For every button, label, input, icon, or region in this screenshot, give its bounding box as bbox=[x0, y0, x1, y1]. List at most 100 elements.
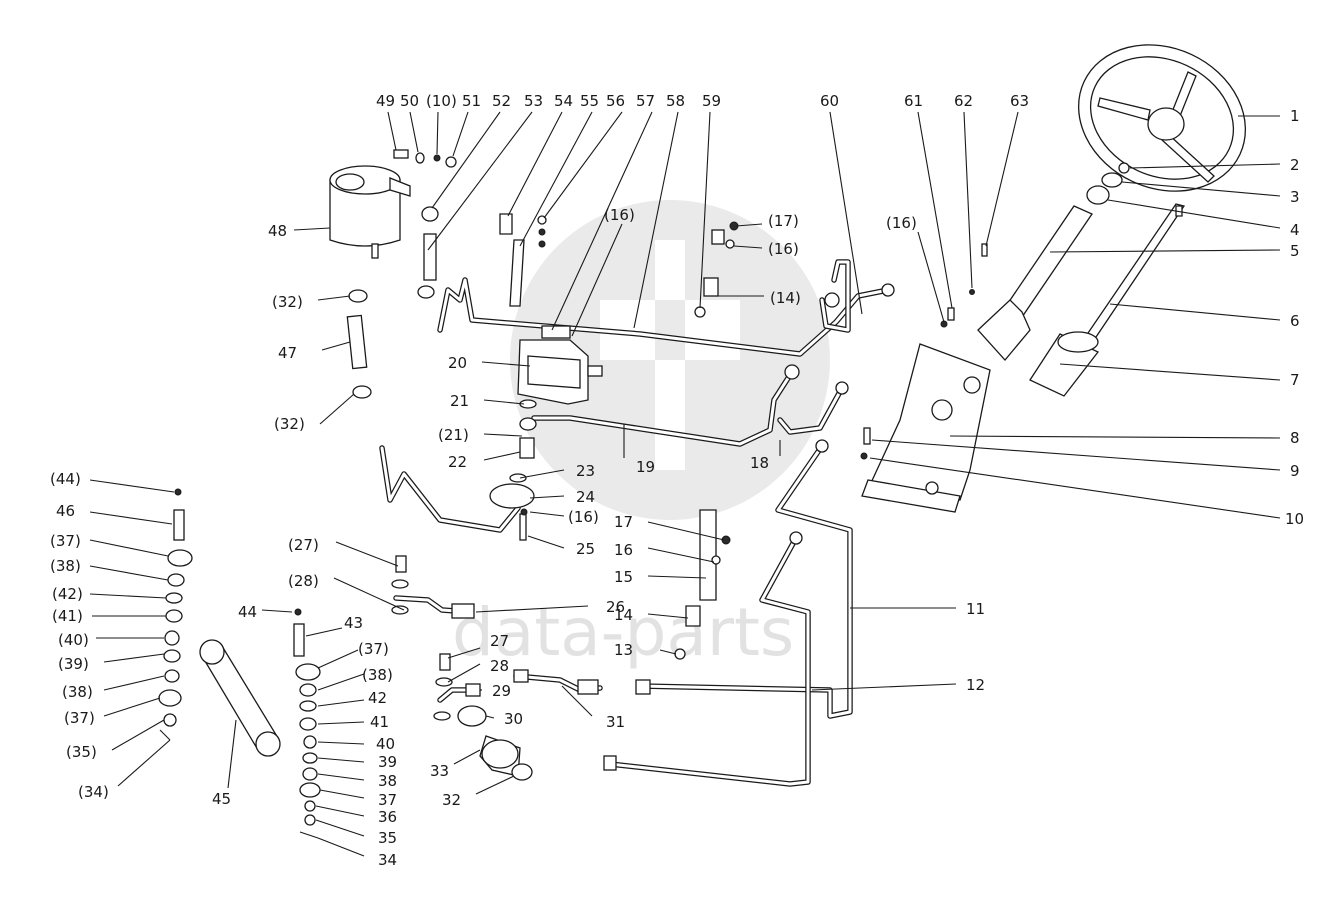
label-51: 51 bbox=[462, 92, 481, 110]
label-61: 61 bbox=[904, 92, 923, 110]
hose-26 bbox=[391, 555, 475, 619]
label-24: 24 bbox=[576, 488, 595, 506]
label-35b: 35 bbox=[378, 829, 397, 847]
pipe-19 bbox=[531, 369, 795, 447]
label-60: 60 bbox=[820, 92, 839, 110]
label-8: 8 bbox=[1290, 429, 1300, 447]
label-3: 3 bbox=[1290, 188, 1300, 206]
hose-47 bbox=[346, 314, 368, 370]
label-32a: (32) bbox=[272, 293, 303, 311]
label-20: 20 bbox=[448, 354, 467, 372]
bolt-9 bbox=[863, 427, 871, 445]
column-bracket bbox=[861, 343, 991, 513]
steering-unit bbox=[1029, 331, 1100, 397]
label-39a: (39) bbox=[58, 655, 89, 673]
label-29: 29 bbox=[492, 682, 511, 700]
steering-cap bbox=[1086, 185, 1110, 205]
label-57: 57 bbox=[636, 92, 655, 110]
label-56: 56 bbox=[606, 92, 625, 110]
small-part-62 bbox=[969, 289, 975, 295]
label-44a: (44) bbox=[50, 470, 81, 488]
label-34b: 34 bbox=[378, 851, 397, 869]
label-37b: (37) bbox=[50, 532, 81, 550]
label-44: 44 bbox=[238, 603, 257, 621]
oil-reservoir bbox=[329, 165, 411, 259]
washer-10 bbox=[433, 154, 441, 162]
label-16d: (16) bbox=[886, 214, 917, 232]
label-35: (35) bbox=[66, 743, 97, 761]
label-9: 9 bbox=[1290, 462, 1300, 480]
label-32b: (32) bbox=[274, 415, 305, 433]
rubber-boot-33 bbox=[479, 735, 521, 777]
hydraulic-pump bbox=[517, 325, 603, 405]
label-48: 48 bbox=[268, 222, 287, 240]
nut-51 bbox=[445, 156, 457, 168]
label-10b: (10) bbox=[426, 92, 457, 110]
label-23: 23 bbox=[576, 462, 595, 480]
label-52: 52 bbox=[492, 92, 511, 110]
clamp-30 bbox=[457, 705, 487, 727]
washer-23 bbox=[509, 473, 527, 483]
seal-stack-right bbox=[293, 608, 321, 839]
label-49: 49 bbox=[376, 92, 395, 110]
label-39: 39 bbox=[378, 753, 397, 771]
screw-63 bbox=[981, 243, 988, 257]
label-16a: (16) bbox=[604, 206, 635, 224]
label-31: 31 bbox=[606, 713, 625, 731]
label-18: 18 bbox=[750, 454, 769, 472]
label-12: 12 bbox=[966, 676, 985, 694]
label-45: 45 bbox=[212, 790, 231, 808]
label-28b: 28 bbox=[490, 657, 509, 675]
label-4: 4 bbox=[1290, 221, 1300, 239]
label-16b: (16) bbox=[768, 240, 799, 258]
steering-washer bbox=[1101, 172, 1123, 188]
bolt-49 bbox=[393, 149, 409, 159]
label-32: 32 bbox=[442, 791, 461, 809]
clamp-bar-15 bbox=[699, 509, 717, 601]
label-50: 50 bbox=[400, 92, 419, 110]
label-16c: (16) bbox=[568, 508, 599, 526]
washer-50 bbox=[415, 152, 425, 164]
label-16: 16 bbox=[614, 541, 633, 559]
hose-53 bbox=[423, 233, 437, 281]
label-19: 19 bbox=[636, 458, 655, 476]
column-tube bbox=[977, 205, 1093, 361]
pipe-12 bbox=[607, 535, 811, 787]
label-63: 63 bbox=[1010, 92, 1029, 110]
pipe-fittings bbox=[603, 283, 895, 771]
label-43: 43 bbox=[344, 614, 363, 632]
label-46: 46 bbox=[56, 502, 75, 520]
clamp-bar-54 bbox=[499, 213, 513, 235]
label-37c: (37) bbox=[358, 640, 389, 658]
label-21b: (21) bbox=[438, 426, 469, 444]
label-17: 17 bbox=[614, 513, 633, 531]
label-2: 2 bbox=[1290, 156, 1300, 174]
label-37: 37 bbox=[378, 791, 397, 809]
pipe-25-loop bbox=[379, 445, 521, 533]
label-54: 54 bbox=[554, 92, 573, 110]
nut-56 bbox=[537, 215, 547, 248]
label-38a: (38) bbox=[62, 683, 93, 701]
steering-shaft bbox=[1085, 203, 1186, 341]
label-58: 58 bbox=[666, 92, 685, 110]
label-26: 26 bbox=[606, 598, 625, 616]
hose-29 bbox=[433, 653, 481, 721]
leader-lines bbox=[89, 111, 1281, 857]
label-40: 40 bbox=[376, 735, 395, 753]
label-27b: 27 bbox=[490, 632, 509, 650]
label-38b: (38) bbox=[50, 557, 81, 575]
nut-13 bbox=[674, 648, 686, 660]
clamp-bar-55 bbox=[509, 239, 525, 307]
pipe-60 bbox=[819, 259, 851, 333]
label-42: 42 bbox=[368, 689, 387, 707]
bolt-25 bbox=[519, 513, 527, 541]
label-34: (34) bbox=[78, 783, 109, 801]
clamp-plate-14 bbox=[685, 605, 701, 627]
label-14a: (14) bbox=[770, 289, 801, 307]
label-36: 36 bbox=[378, 808, 397, 826]
label-38c: (38) bbox=[362, 666, 393, 684]
label-41a: (41) bbox=[52, 607, 83, 625]
pipe-18 bbox=[777, 385, 845, 435]
watermark-text: data-parts bbox=[452, 594, 794, 671]
label-15: 15 bbox=[614, 568, 633, 586]
